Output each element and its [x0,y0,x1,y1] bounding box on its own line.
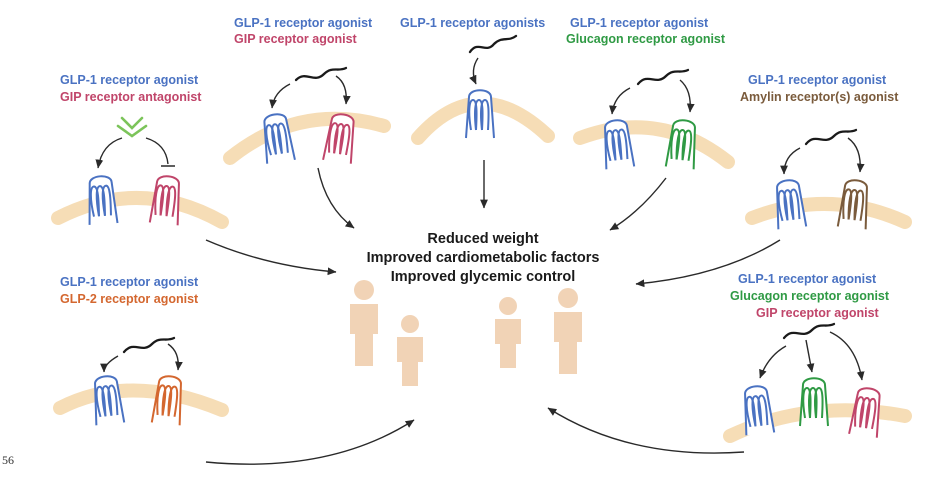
arrow-icon [205,239,337,276]
peptide-ligand-icon [122,336,176,354]
receptor-icon [148,173,184,227]
receptor-icon [85,174,119,226]
arrow-icon [609,87,631,115]
membrane-glp1-glucagon [573,120,735,169]
page-number: 56 [2,453,14,467]
arrow-icon [469,57,479,85]
arrow-icon [167,343,183,371]
outcome-line: Reduced weight [427,231,538,247]
arrow-icon [847,137,865,173]
combo-label-glp1-glucagon: GLP-1 receptor agonist [570,16,709,30]
combo-label-glp1-amylin: GLP-1 receptor agonist [748,73,887,87]
peptide-ligand-icon [782,322,836,340]
combination-labels: GLP-1 receptor agonist GIP receptor anta… [60,16,899,320]
outcome-line: Improved cardiometabolic factors [367,250,600,266]
outcome-line: Improved glycemic control [391,269,576,285]
arrow-icon [335,75,351,105]
combo-label-glp1-glucagon-gip: GIP receptor agonist [756,306,880,320]
membrane-glp1-gip-antagonist [51,191,229,229]
membrane-glp1-gip [223,111,391,165]
arrow-icon [269,83,291,109]
arrow-icon [759,345,787,379]
antagonist-ligand-icon [116,116,148,138]
arrow-icon [100,355,119,373]
receptor-icon [772,177,808,231]
inhibition-arrow-icon [145,137,175,167]
receptor-icon [848,385,885,439]
receptor-icon [465,89,495,139]
receptor-icon [150,373,186,427]
membrane-glp1-glp2 [53,383,229,417]
receptor-icon [799,377,829,427]
local-arrows [95,57,865,381]
combo-label-glp1-glp2: GLP-2 receptor agonist [60,292,199,306]
combo-label-glp1-glucagon-gip: Glucagon receptor agonist [730,289,890,303]
person-icon [397,315,423,386]
receptor-icon [90,373,126,427]
arrow-icon [829,331,865,381]
membrane-glp1-amylin [745,196,912,229]
outcome-text: Reduced weight Improved cardiometabolic … [367,231,600,285]
arrow-icon [635,239,781,288]
person-icon [554,288,582,374]
peptide-ligand-icon [294,66,348,82]
peptide-ligand-icon [468,34,518,54]
outcome-arrows [205,160,781,465]
arrow-icon [805,339,815,373]
peptide-ligand-icon [636,68,690,86]
receptor-icon [836,177,872,231]
peptide-ligand-icon [804,128,858,146]
ligands [116,34,858,354]
person-icon [350,280,378,366]
people [350,280,582,386]
arrow-icon [679,79,695,113]
combo-label-glp1-gip: GIP receptor agonist [234,32,358,46]
receptor-icon [740,383,776,437]
arrow-icon [205,419,415,465]
arrow-icon [547,407,745,454]
combo-label-glp1-gip-antagonist: GIP receptor antagonist [60,90,202,104]
combo-label-glp1-glucagon: Glucagon receptor agonist [566,32,726,46]
arrow-icon [609,177,667,231]
combo-label-glp1-only: GLP-1 receptor agonists [400,16,545,30]
person-icon [495,297,521,368]
combo-label-glp1-amylin: Amylin receptor(s) agonist [740,90,899,104]
arrow-icon [95,137,123,169]
combo-label-glp1-glp2: GLP-1 receptor agonist [60,275,199,289]
combo-label-glp1-gip-antagonist: GLP-1 receptor agonist [60,73,199,87]
arrow-icon [780,147,801,175]
combo-label-glp1-gip: GLP-1 receptor agonist [234,16,373,30]
arrow-icon [317,167,355,229]
combo-label-glp1-glucagon-gip: GLP-1 receptor agonist [738,272,877,286]
